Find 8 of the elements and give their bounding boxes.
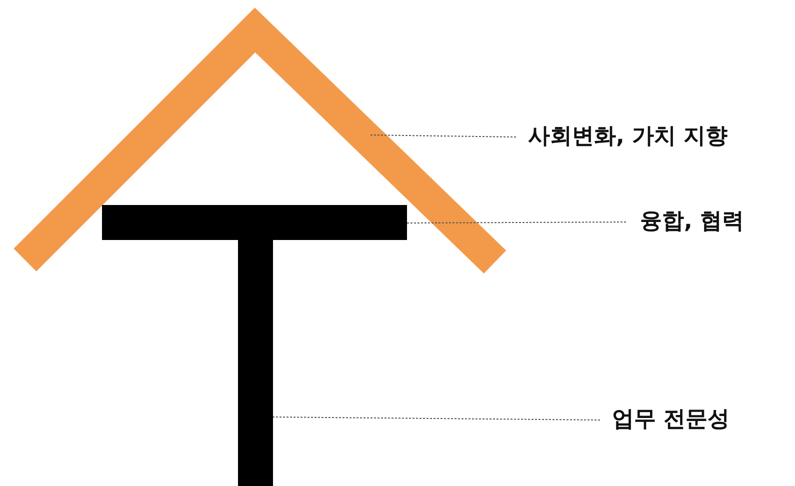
callout-label: 융합, 협력 xyxy=(640,208,744,236)
leader-line xyxy=(370,134,516,138)
callout-label: 사회변화, 가치 지향 xyxy=(528,124,728,150)
leader-line xyxy=(272,416,600,420)
leader-line xyxy=(406,222,626,224)
callout-label: 업무 전문성 xyxy=(612,406,730,434)
roof-shape xyxy=(14,8,506,274)
t-bar xyxy=(238,240,273,486)
